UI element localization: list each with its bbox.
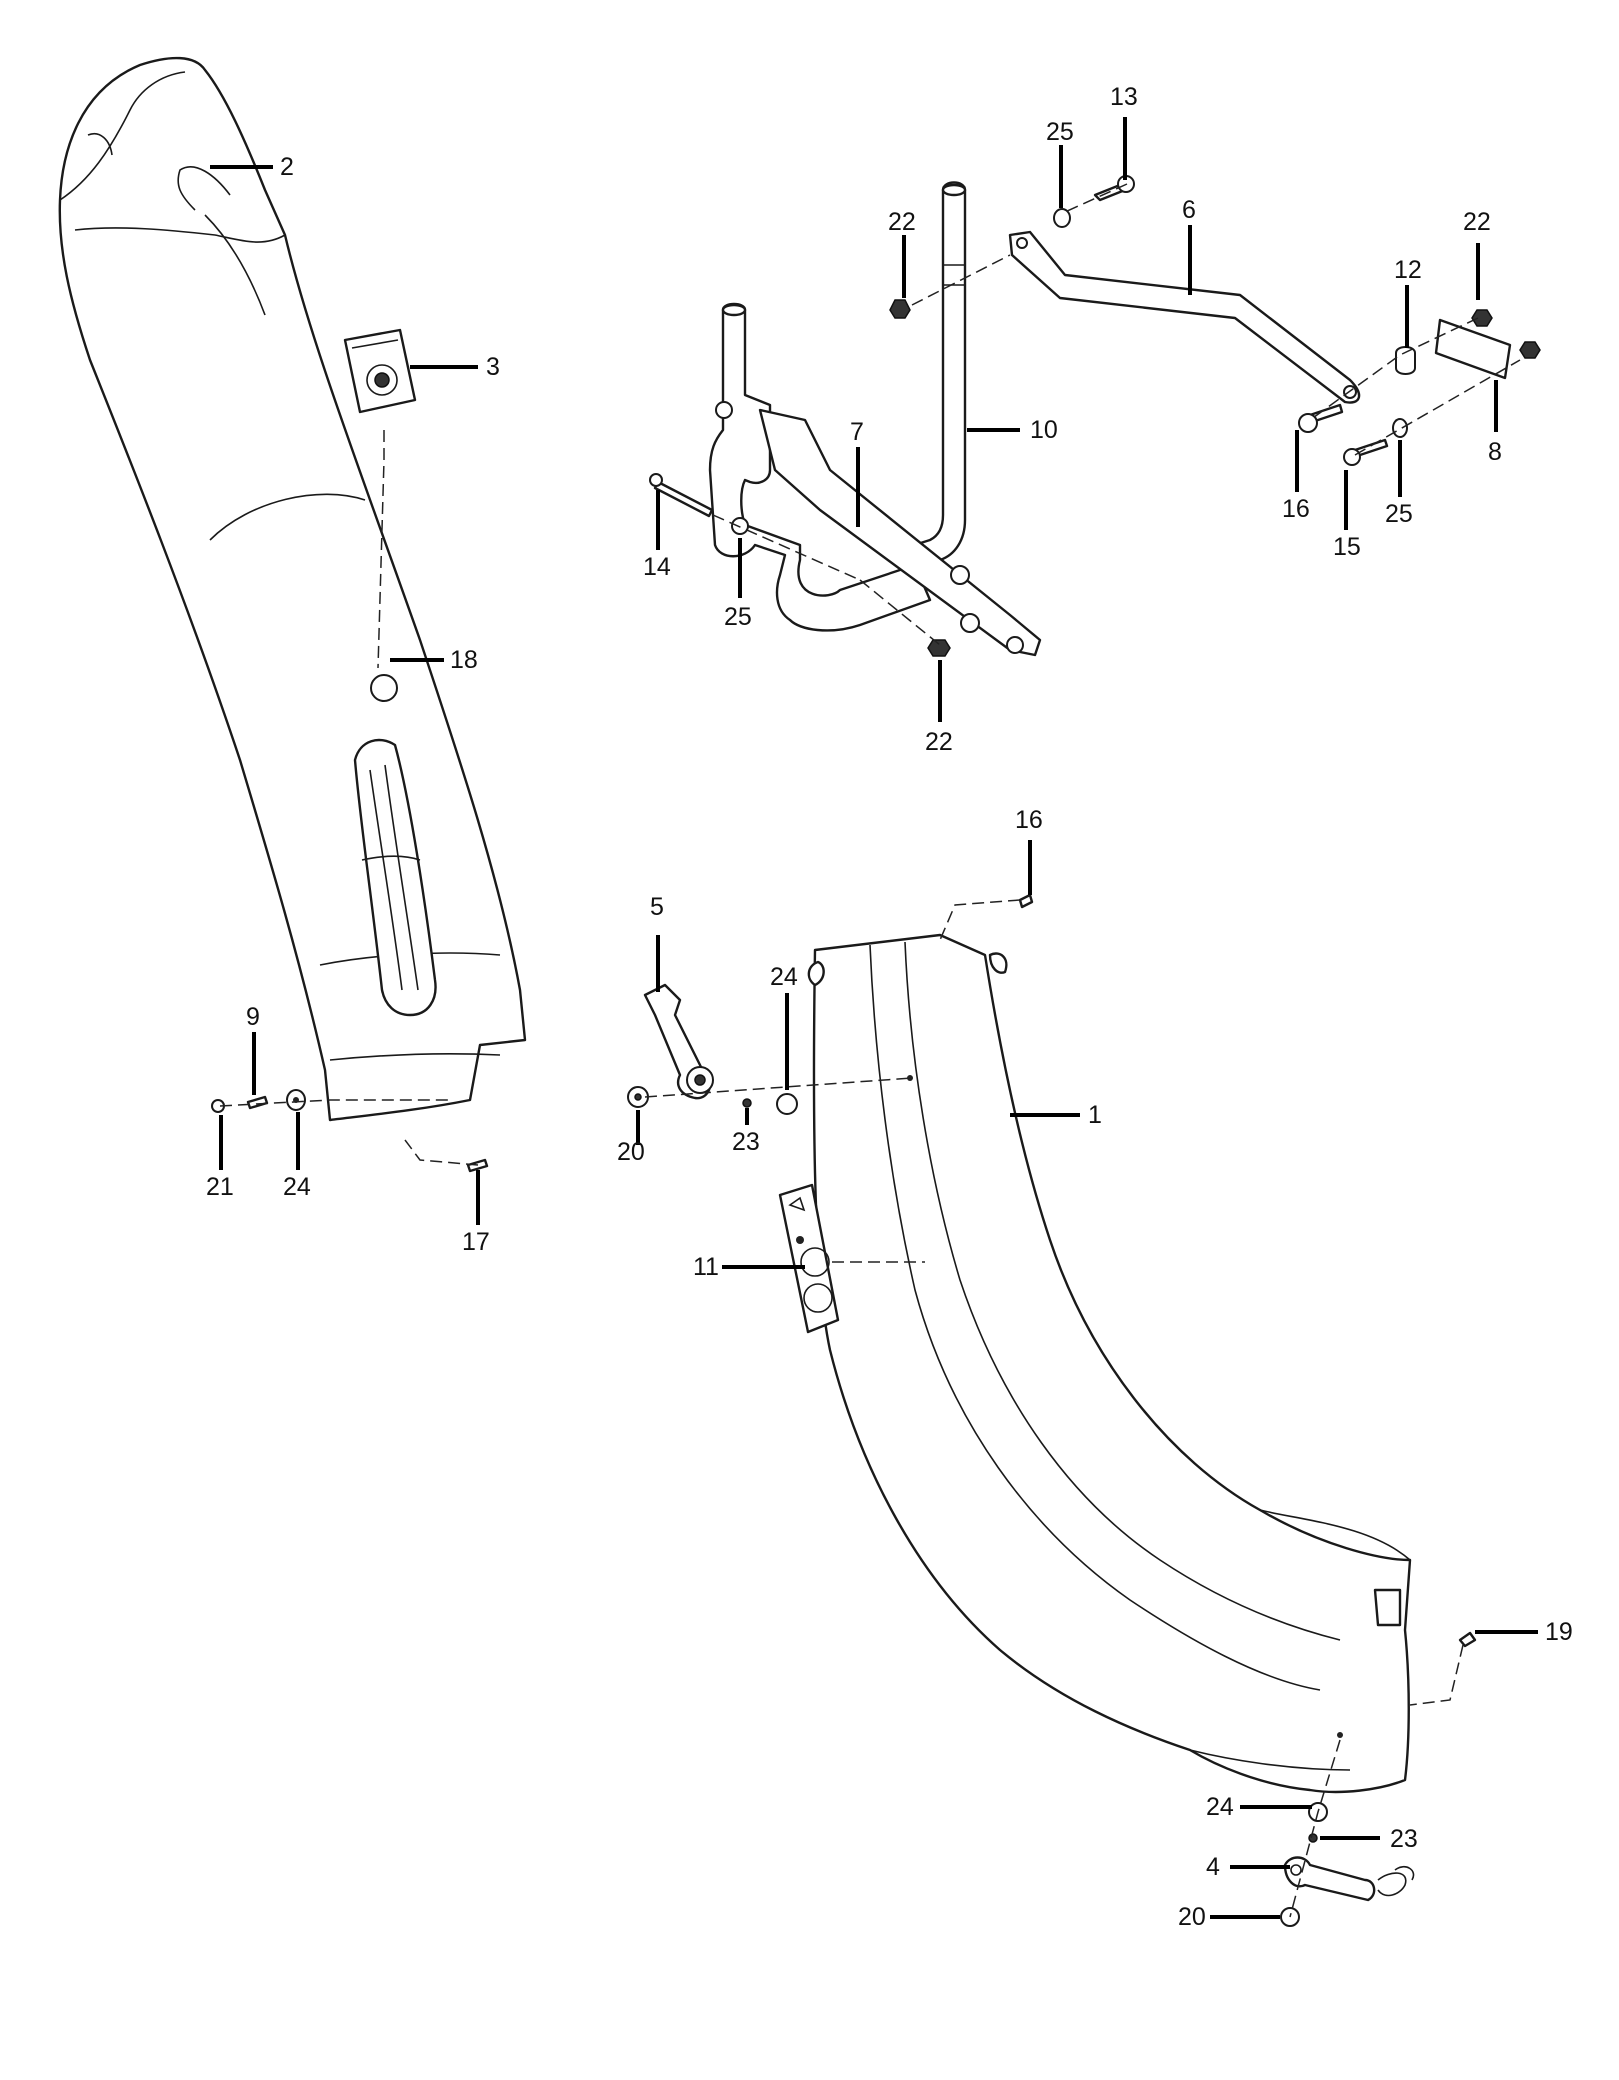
- link-rod: [1008, 230, 1361, 404]
- control-housing: [343, 328, 417, 414]
- callout-22-right: 22: [1463, 208, 1491, 236]
- callout-22-bottom: 22: [925, 728, 953, 756]
- callout-24-upper: 24: [770, 963, 798, 991]
- callout-24-left: 24: [283, 1173, 311, 1201]
- leader-lines: [210, 117, 1538, 1919]
- warning-decal: [778, 1183, 840, 1334]
- callout-labels: 1 2 3 4 5 6 7 8 9 10 11 12 13 14 15 16 1…: [206, 83, 1573, 1931]
- callout-9: 9: [246, 1003, 260, 1031]
- callout-23-lower: 23: [1390, 1825, 1418, 1853]
- callout-16-lower: 16: [1015, 806, 1043, 834]
- callout-16-upper: 16: [1282, 495, 1310, 523]
- callout-25-top: 25: [1046, 118, 1074, 146]
- callout-22-left: 22: [888, 208, 916, 236]
- callout-18: 18: [450, 646, 478, 674]
- callout-13: 13: [1110, 83, 1138, 111]
- callout-1: 1: [1088, 1101, 1102, 1129]
- upper-chute: [58, 56, 527, 1122]
- callout-5: 5: [650, 893, 664, 921]
- handle-frame: [708, 181, 1042, 657]
- callout-6: 6: [1182, 196, 1196, 224]
- callout-11: 11: [693, 1253, 719, 1281]
- callout-19: 19: [1545, 1618, 1573, 1646]
- callout-24-lower: 24: [1206, 1793, 1234, 1821]
- callout-3: 3: [486, 353, 500, 381]
- callout-15: 15: [1333, 533, 1361, 561]
- callout-20-upper: 20: [617, 1138, 645, 1166]
- callout-17: 17: [462, 1228, 490, 1256]
- lever-upper: [643, 983, 714, 1100]
- callout-4: 4: [1206, 1853, 1220, 1881]
- callout-14: 14: [643, 553, 671, 581]
- callout-23-upper: 23: [732, 1128, 760, 1156]
- callout-10: 10: [1030, 416, 1058, 444]
- callout-7: 7: [850, 418, 864, 446]
- assembly-lines: [219, 183, 1521, 1918]
- callout-12: 12: [1394, 256, 1422, 284]
- lever-lower: [1283, 1856, 1415, 1902]
- callout-2: 2: [280, 153, 294, 181]
- callout-8: 8: [1488, 438, 1502, 466]
- callout-20-lower: 20: [1178, 1903, 1206, 1931]
- callout-25-right: 25: [1385, 500, 1413, 528]
- callout-21: 21: [206, 1173, 234, 1201]
- lower-chute: [807, 933, 1412, 1794]
- small-plate: [1434, 318, 1512, 380]
- callout-25-left: 25: [724, 603, 752, 631]
